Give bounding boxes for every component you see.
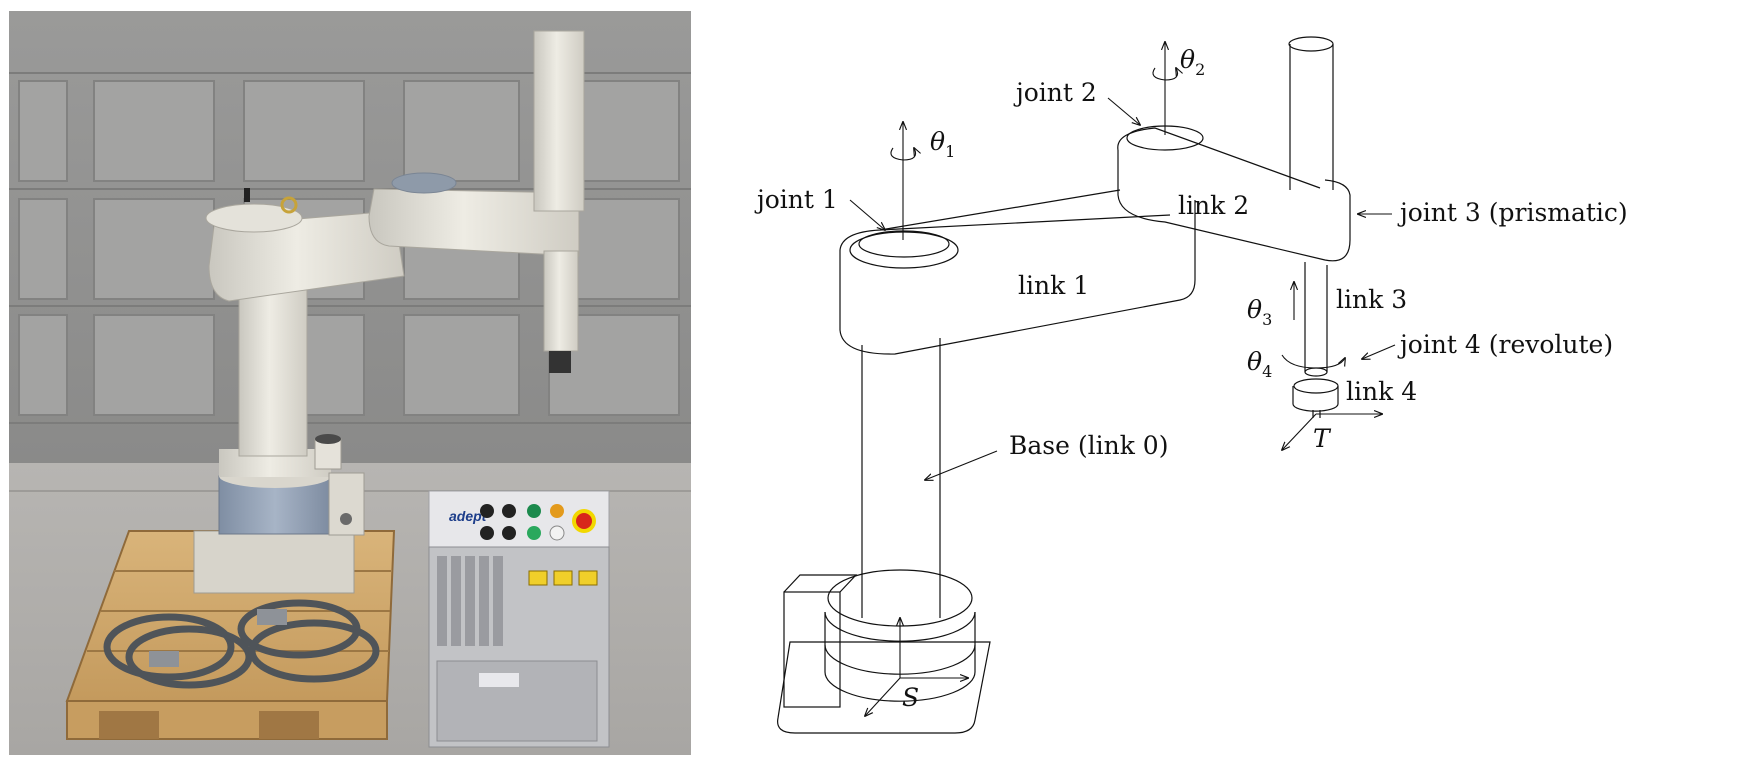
lower-quill bbox=[1292, 262, 1339, 418]
label-joint-4: joint 4 (revolute) bbox=[1397, 330, 1613, 359]
label-link-3: link 3 bbox=[1336, 285, 1407, 314]
label-theta-4: θ4 bbox=[1247, 347, 1272, 381]
rotation-theta-4 bbox=[1281, 354, 1345, 369]
robot-base bbox=[193, 434, 365, 594]
rotation-theta-1 bbox=[890, 148, 916, 161]
robot-column bbox=[238, 275, 308, 457]
label-base: Base (link 0) bbox=[1009, 431, 1168, 460]
label-link-4: link 4 bbox=[1346, 377, 1417, 406]
robot-link-2 bbox=[368, 172, 580, 257]
scara-diagram-svg: θ1 θ2 θ3 θ4 joint 1 joint 2 joint 3 (pri… bbox=[754, 36, 1628, 734]
label-frame-s: S bbox=[902, 683, 919, 712]
robot-quill bbox=[533, 30, 585, 373]
robot-photo-drawing: adept bbox=[9, 11, 691, 755]
label-joint-3: joint 3 (prismatic) bbox=[1397, 198, 1628, 227]
controller-cabinet: adept bbox=[428, 490, 610, 748]
controller-logo: adept bbox=[449, 508, 488, 524]
upper-tube bbox=[1288, 36, 1334, 190]
cables bbox=[103, 599, 380, 689]
label-frame-t: T bbox=[1313, 424, 1332, 453]
leader-base bbox=[925, 450, 998, 480]
label-theta-2: θ2 bbox=[1180, 45, 1205, 79]
label-theta-1: θ1 bbox=[930, 127, 955, 161]
frame-s-y bbox=[865, 677, 901, 716]
robot-link-1 bbox=[205, 188, 405, 302]
robot-photo: adept bbox=[9, 11, 691, 755]
leader-joint-2 bbox=[1107, 97, 1140, 125]
label-theta-3: θ3 bbox=[1247, 295, 1272, 329]
label-joint-1: joint 1 bbox=[754, 185, 838, 214]
label-link-2: link 2 bbox=[1178, 191, 1249, 220]
label-joint-2: joint 2 bbox=[1013, 78, 1097, 107]
frame-t-y bbox=[1282, 413, 1317, 450]
label-link-1: link 1 bbox=[1018, 271, 1089, 300]
leader-joint-1 bbox=[849, 199, 885, 230]
base-plate bbox=[777, 641, 991, 734]
scara-diagram: θ1 θ2 θ3 θ4 joint 1 joint 2 joint 3 (pri… bbox=[700, 0, 1740, 766]
side-box bbox=[783, 574, 858, 708]
column bbox=[861, 338, 941, 618]
rotation-theta-2 bbox=[1152, 68, 1178, 81]
leader-joint-4 bbox=[1362, 344, 1396, 359]
